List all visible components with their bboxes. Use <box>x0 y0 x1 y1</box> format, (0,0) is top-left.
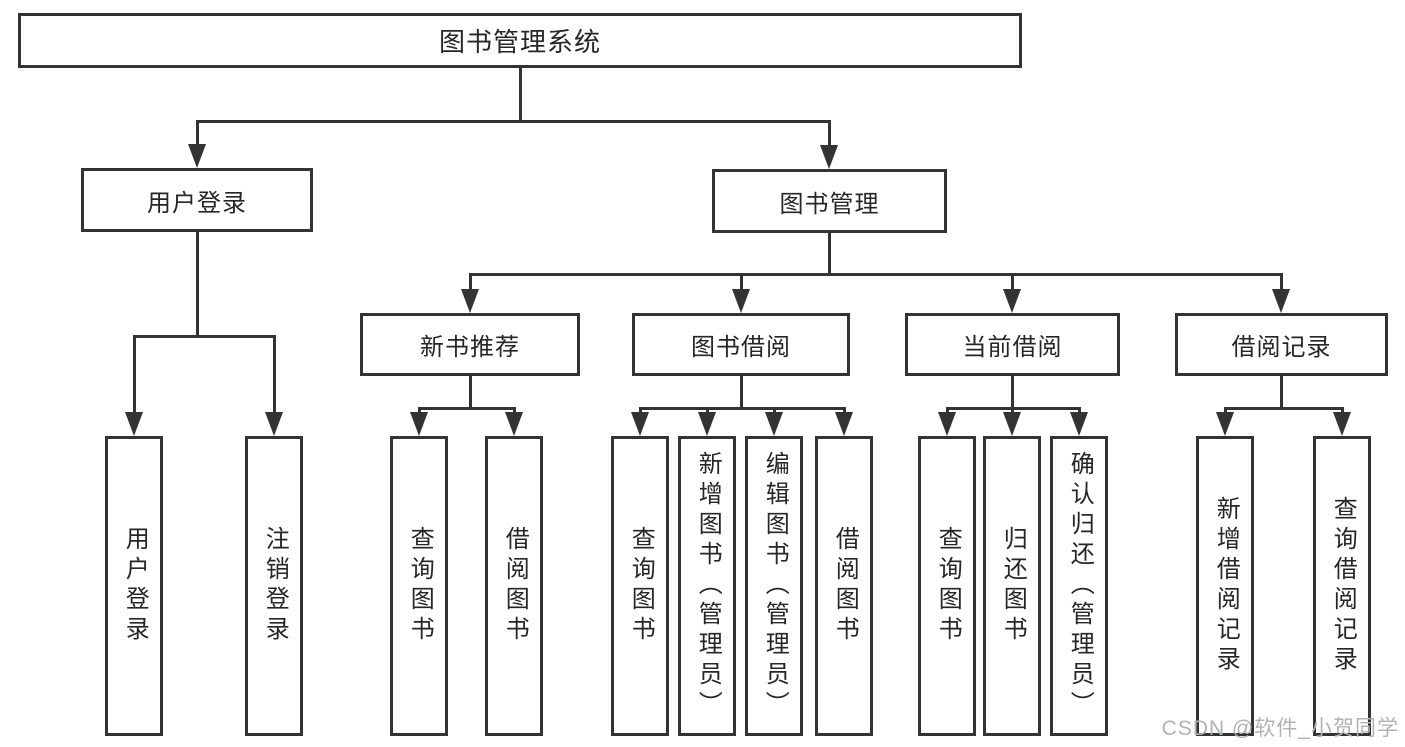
leaf-logout: 注销登录 <box>245 436 303 736</box>
connector-stem-logout-leaf <box>273 335 276 415</box>
leaf-br-add-record: 新增借阅记录 <box>1196 436 1254 736</box>
connector-current-borrow-drop <box>1011 376 1014 407</box>
leaf-bb-edit-books-admin: 编辑图书（管理员） <box>745 436 803 736</box>
node-book-borrowing: 图书借阅 <box>632 313 850 376</box>
node-label: 用户登录 <box>147 189 247 217</box>
connector-stem-book-borrow <box>740 273 743 291</box>
leaf-user-login: 用户登录 <box>105 436 163 736</box>
connector-stem-borrow-records <box>1280 273 1283 291</box>
arrow-down-icon <box>1216 412 1234 436</box>
arrow-down-icon <box>938 412 956 436</box>
arrow-down-icon <box>698 412 716 436</box>
leaf-label: 用户登录 <box>121 526 149 646</box>
arrow-down-icon <box>631 412 649 436</box>
node-book-management: 图书管理 <box>712 169 947 233</box>
connector-book-borrow-drop <box>740 376 743 407</box>
connector-book-borrow-split <box>640 407 846 410</box>
leaf-rec-query-books: 查询图书 <box>390 436 448 736</box>
leaf-rec-borrow-books: 借阅图书 <box>485 436 543 736</box>
arrow-down-icon <box>732 289 750 313</box>
leaf-label: 新增图书（管理员） <box>694 451 722 721</box>
node-label: 当前借阅 <box>962 334 1063 361</box>
arrow-down-icon <box>1272 289 1290 313</box>
connector-stem-login-leaf <box>133 335 136 415</box>
connector-new-book-rec-drop <box>469 376 472 407</box>
arrow-down-icon <box>125 412 143 436</box>
leaf-label: 新增借阅记录 <box>1212 496 1240 676</box>
arrow-down-icon <box>265 412 283 436</box>
arrow-down-icon <box>505 412 523 436</box>
leaf-bb-query-books: 查询图书 <box>611 436 669 736</box>
connector-borrow-records-drop <box>1280 376 1283 407</box>
connector-stem-new-book-rec <box>469 273 472 291</box>
leaf-label: 编辑图书（管理员） <box>761 451 789 721</box>
connector-book-mgmt-split <box>470 273 1283 276</box>
arrow-down-icon <box>1003 289 1021 313</box>
node-label: 图书管理系统 <box>438 27 601 57</box>
connector-stem-current-borrow <box>1011 273 1014 291</box>
node-label: 图书借阅 <box>691 334 791 361</box>
arrow-down-icon <box>188 144 206 168</box>
arrow-down-icon <box>1070 412 1088 436</box>
leaf-label: 借阅图书 <box>831 526 859 646</box>
arrow-down-icon <box>410 412 428 436</box>
node-borrowing-records: 借阅记录 <box>1175 313 1388 376</box>
leaf-label: 查询借阅记录 <box>1329 496 1357 676</box>
leaf-cb-confirm-return-admin: 确认归还（管理员） <box>1050 436 1108 736</box>
node-new-book-recommend: 新书推荐 <box>360 313 580 376</box>
arrow-down-icon <box>820 145 838 169</box>
leaf-bb-borrow-books: 借阅图书 <box>815 436 873 736</box>
arrow-down-icon <box>1333 412 1351 436</box>
leaf-label: 注销登录 <box>261 526 289 646</box>
connector-root-split <box>197 120 831 123</box>
leaf-label: 查询图书 <box>934 526 962 646</box>
leaf-label: 确认归还（管理员） <box>1066 451 1094 721</box>
connector-new-book-rec-split <box>419 407 516 410</box>
arrow-down-icon <box>461 289 479 313</box>
leaf-label: 查询图书 <box>406 526 434 646</box>
leaf-label: 查询图书 <box>627 526 655 646</box>
node-label: 图书管理 <box>779 190 880 218</box>
connector-stem-book-mgmt <box>828 120 831 146</box>
arrow-down-icon <box>765 412 783 436</box>
connector-borrow-records-split <box>1225 407 1344 410</box>
node-label: 借阅记录 <box>1231 334 1332 361</box>
leaf-label: 借阅图书 <box>501 526 529 646</box>
connector-user-login-split <box>134 335 275 338</box>
csdn-watermark: CSDN @软件_小贺同学 <box>1161 717 1399 740</box>
arrow-down-icon <box>1003 412 1021 436</box>
node-user-login: 用户登录 <box>81 168 313 232</box>
connector-book-mgmt-drop <box>828 233 831 273</box>
leaf-label: 归还图书 <box>999 526 1027 646</box>
connector-current-borrow-split <box>947 407 1081 410</box>
leaf-br-query-record: 查询借阅记录 <box>1313 436 1371 736</box>
node-root-library-system: 图书管理系统 <box>18 13 1022 68</box>
leaf-bb-add-books-admin: 新增图书（管理员） <box>678 436 736 736</box>
connector-user-login-drop <box>196 232 199 335</box>
connector-stem-user-login <box>196 120 199 146</box>
arrow-down-icon <box>835 412 853 436</box>
node-current-borrowing: 当前借阅 <box>905 313 1120 376</box>
leaf-cb-return-books: 归还图书 <box>983 436 1041 736</box>
node-label: 新书推荐 <box>420 334 520 361</box>
leaf-cb-query-books: 查询图书 <box>918 436 976 736</box>
connector-root-drop <box>519 68 522 120</box>
